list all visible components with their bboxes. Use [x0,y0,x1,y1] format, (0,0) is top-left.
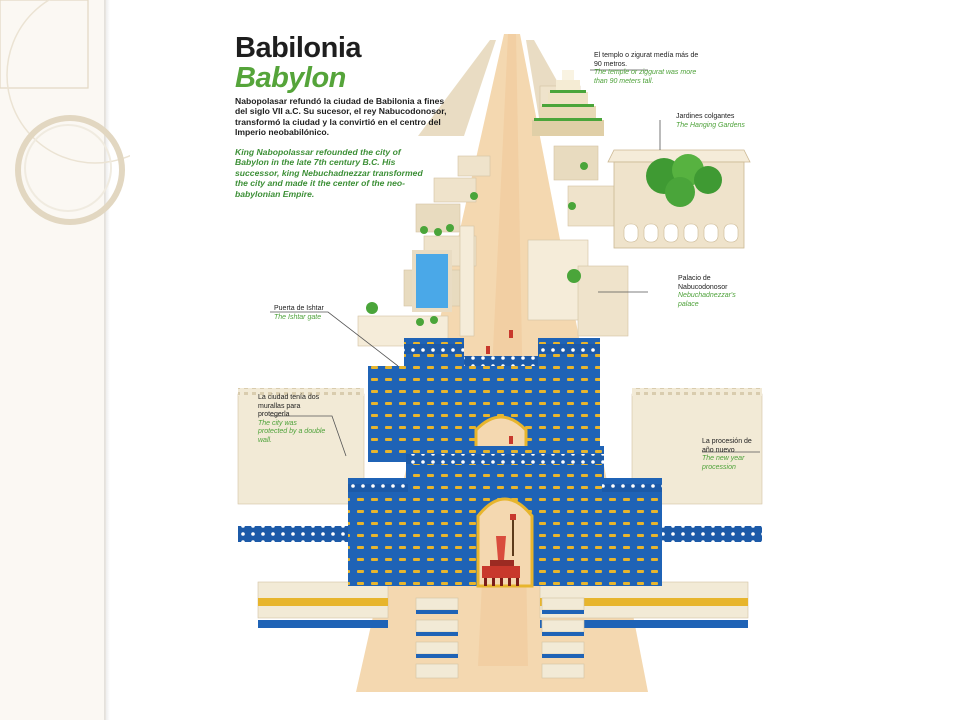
callout-palace-en: Nebuchadnezzar's palace [678,292,736,308]
callout-double-wall-en: The city was protected by a double wall. [258,419,326,444]
hanging-gardens-inset [607,149,751,249]
description-english: King Nabopolassar refounded the city of … [235,147,423,199]
large-arc-ring [6,0,130,164]
pool [412,250,452,312]
callout-ishtar-gate-es: Puerta de Ishtar [274,305,324,312]
callout-ziggurat-en: The temple or ziggurat was more than 90 … [594,69,697,85]
callout-new-year-procession-es: La procesión de año nuevo [702,438,752,454]
callout-ziggurat-es: El templo o zigurat medía más de 90 metr… [594,52,699,68]
trees [366,162,588,326]
ziggurat [532,70,604,136]
callout-double-wall-es: La ciudad tenía dos murallas para proteg… [258,394,320,418]
callout-new-year-procession-en: The new year procession [702,455,745,471]
callout-ishtar-gate-en: The Ishtar gate [274,313,322,321]
inner-ring [24,124,112,212]
description-spanish: Nabopolasar refundó la ciudad de Babilon… [235,96,447,138]
callout-palace-es: Palacio de Nabucodonosor [678,275,728,291]
callout-double-wall: La ciudad tenía dos murallas para proteg… [258,394,326,445]
callout-new-year-procession: La procesión de año nuevo The new year p… [702,438,760,472]
thick-ring [15,115,125,225]
callout-ziggurat: El templo o zigurat medía más de 90 metr… [594,52,702,86]
callout-ishtar-gate: Puerta de Ishtar The Ishtar gate [274,305,340,322]
decorative-rings [0,0,130,225]
callout-hanging-gardens: Jardines colgantes The Hanging Gardens [676,113,766,130]
corner-square-frame [0,0,89,89]
ishtar-gate-back [368,338,600,464]
callout-hanging-gardens-es: Jardines colgantes [676,113,735,120]
babylon-illustration [237,34,763,692]
side-band-shadow [104,0,110,720]
procession-figures [482,330,520,586]
callout-leader-lines [270,69,760,457]
title-english: Babylon [235,62,346,94]
callout-hanging-gardens-en: The Hanging Gardens [676,121,745,129]
callout-palace: Palacio de Nabucodonosor Nebuchadnezzar'… [678,275,750,309]
title-spanish: Babilonia [235,32,362,64]
entrance-steps [415,597,585,679]
